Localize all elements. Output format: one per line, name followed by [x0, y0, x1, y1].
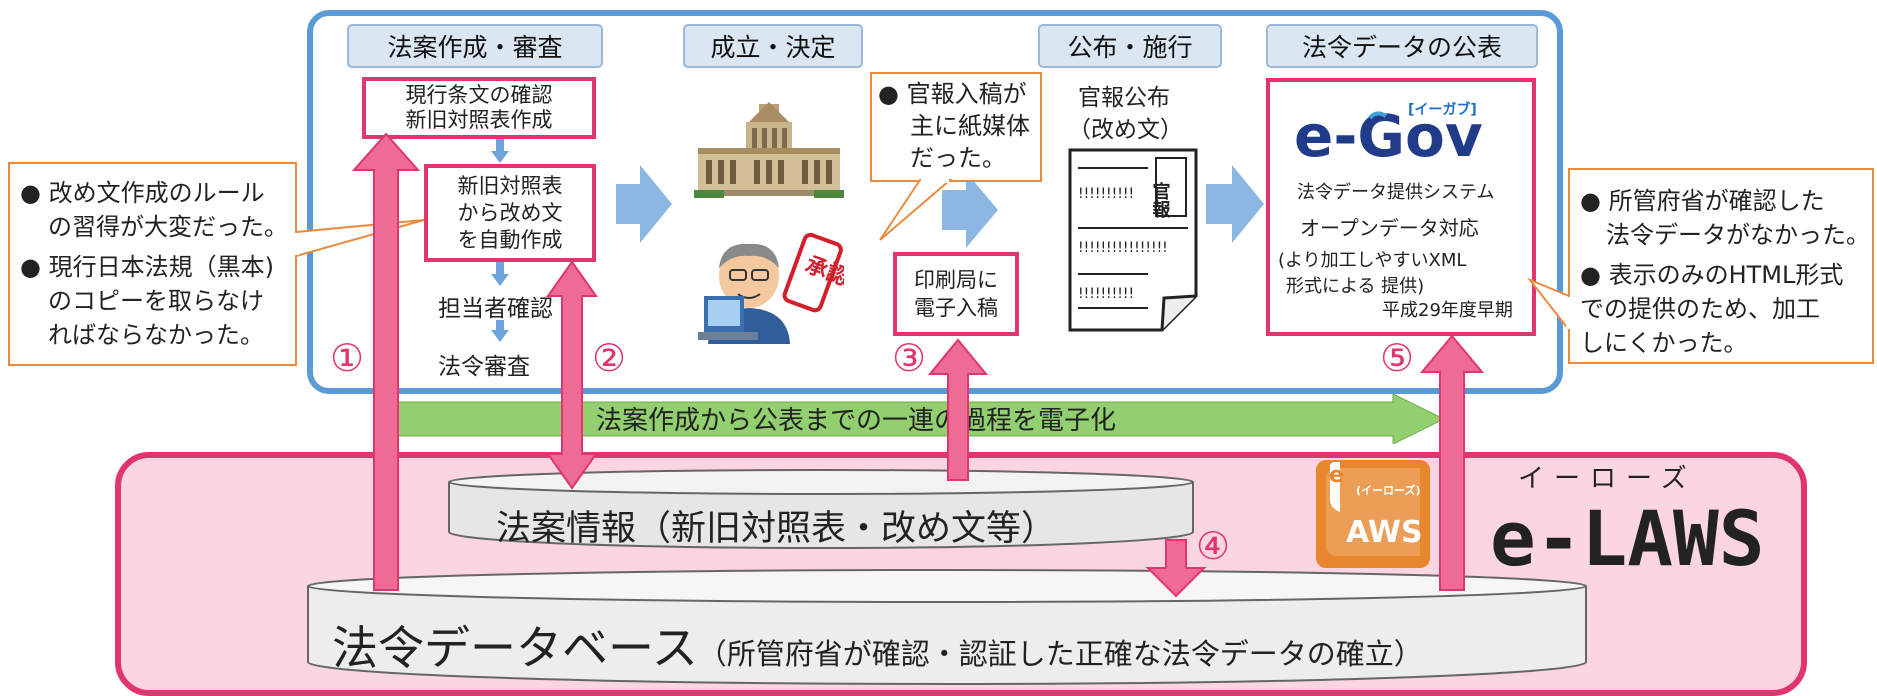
egov-system-text: 法令データ提供システム [1297, 182, 1495, 203]
stage-label-drafting: 法案作成・審査 [347, 24, 603, 68]
gazette-note-line: ● 官報入稿が [878, 80, 1027, 108]
right-note-line: ● 所管府省が確認した [1580, 187, 1825, 215]
digitize-arrow-label: 法案作成から公表までの一連の過程を電子化 [596, 406, 1117, 436]
egov-xml-text: (より加工しやすいXML [1278, 250, 1467, 271]
elaws-icon-reading: (イーローズ) [1356, 483, 1421, 497]
bill-db-cylinder [448, 469, 1194, 549]
arrow-shaft [496, 320, 504, 332]
diet-building-icon [694, 102, 844, 198]
law-db-main: 法令データベース [332, 621, 698, 675]
auto-amend-line2: から改め文 [457, 200, 563, 225]
arrow-3 [927, 338, 989, 481]
worker-approval-icon: 承認 [698, 232, 844, 344]
step-number-2: ② [592, 336, 627, 380]
egov-box [1266, 78, 1536, 336]
right-issue-note: ● 所管府省が確認した 法令データがなかった。 ● 表示のみのHTML形式 での… [1568, 168, 1874, 364]
elaws-icon-e: e [1329, 463, 1344, 488]
step-number-5: ⑤ [1380, 336, 1415, 380]
stage-label-enactment: 成立・決定 [683, 24, 863, 68]
elaws-reading: イーローズ [1518, 464, 1697, 494]
law-db-cylinder [307, 569, 1587, 685]
elaws-app-icon: e (イーローズ) AWS [1316, 460, 1430, 568]
flow-arrow-3 [1206, 165, 1264, 243]
arrow-head [491, 151, 509, 163]
svg-text:!!!!!!!!!!: !!!!!!!!!! [1078, 186, 1134, 202]
step-number-1: ① [330, 336, 365, 380]
svg-text:!!!!!!!!!!: !!!!!!!!!! [1078, 286, 1134, 302]
left-note-line: の習得が大変だった。 [48, 213, 288, 241]
arrow-2 [546, 260, 598, 490]
gazette-paper-icon: 官報 !!!!!!!!!! !!!!!!!!!!!!!!!! !!!!!!!!!… [1068, 148, 1198, 332]
arrow-head [491, 330, 509, 342]
elaws-title: e-LAWS [1490, 494, 1765, 583]
staff-check-text: 担当者確認 [438, 296, 553, 322]
arrow-shaft [496, 139, 504, 153]
egov-date-text: 平成29年度早期 [1382, 300, 1513, 321]
egov-opendata-text: オープンデータ対応 [1300, 216, 1479, 240]
left-note-line: ● 現行日本法規（黒本) [20, 253, 274, 281]
svg-text:!!!!!!!!!!!!!!!!: !!!!!!!!!!!!!!!! [1078, 240, 1168, 256]
current-text-line2: 新旧対照表作成 [405, 108, 553, 132]
egov-logo-sub: [イーガブ] [1408, 101, 1477, 118]
promulgation-title: 官報公布 [1078, 85, 1170, 111]
stage-label-publication: 法令データの公表 [1266, 24, 1538, 68]
current-text-line1: 現行条文の確認 [405, 83, 553, 107]
promulgation-subtitle: （改め文） [1068, 117, 1183, 143]
step-number-3: ③ [892, 336, 927, 380]
arrow-5 [1419, 334, 1485, 591]
arrow-1 [351, 132, 421, 591]
step-number-4: ④ [1196, 524, 1231, 568]
arrow-4 [1145, 539, 1207, 598]
gazette-note-line: 主に紙媒体 [910, 112, 1030, 140]
law-db-label: 法令データベース（所管府省が確認・認証した正確な法令データの確立） [332, 612, 1423, 678]
left-note-line: ● 改め文作成のルール [20, 179, 265, 207]
gazette-issue-note: ● 官報入稿が 主に紙媒体 だった。 [870, 72, 1042, 182]
arrow-head [491, 274, 509, 286]
auto-amend-box: 新旧対照表 から改め文 を自動作成 [424, 164, 596, 262]
right-note-line: での提供のため、加工 [1580, 295, 1820, 323]
gazette-note-line: だった。 [910, 144, 1006, 172]
print-bureau-line1: 印刷局に [914, 268, 998, 292]
flow-arrow-2 [942, 172, 998, 248]
print-bureau-line2: 電子入稿 [914, 296, 998, 320]
auto-amend-line1: 新旧対照表 [457, 173, 563, 198]
bill-db-label: 法案情報（新旧対照表・改め文等） [496, 509, 1057, 549]
stage-label-promulgation: 公布・施行 [1038, 24, 1222, 68]
egov-logo-text: e-Gov [1294, 102, 1483, 170]
elaws-icon-text: AWS [1346, 515, 1423, 550]
right-note-line: 法令データがなかった。 [1606, 221, 1870, 249]
egov-logo: e-Gov [イーガブ] [1294, 101, 1483, 170]
flow-arrow-1 [616, 165, 672, 243]
right-note-line: ● 表示のみのHTML形式 [1580, 261, 1844, 289]
egov-format-text: 形式による 提供) [1286, 276, 1425, 297]
auto-amend-line3: を自動作成 [457, 227, 563, 252]
print-bureau-box: 印刷局に 電子入稿 [893, 252, 1019, 336]
arrow-shaft [496, 262, 504, 276]
current-text-box: 現行条文の確認 新旧対照表作成 [362, 77, 596, 139]
legal-review-text: 法令審査 [438, 354, 530, 380]
left-note-line: のコピーを取らなけ [48, 287, 264, 315]
left-note-line: ればならなかった。 [48, 321, 264, 349]
right-note-line: しにくかった。 [1580, 329, 1748, 357]
law-db-sub: （所管府省が確認・認証した正確な法令データの確立） [697, 637, 1423, 671]
left-issue-note: ● 改め文作成のルール の習得が大変だった。 ● 現行日本法規（黒本) のコピー… [8, 162, 297, 366]
paper-tag-text: 官報 [1150, 181, 1171, 219]
